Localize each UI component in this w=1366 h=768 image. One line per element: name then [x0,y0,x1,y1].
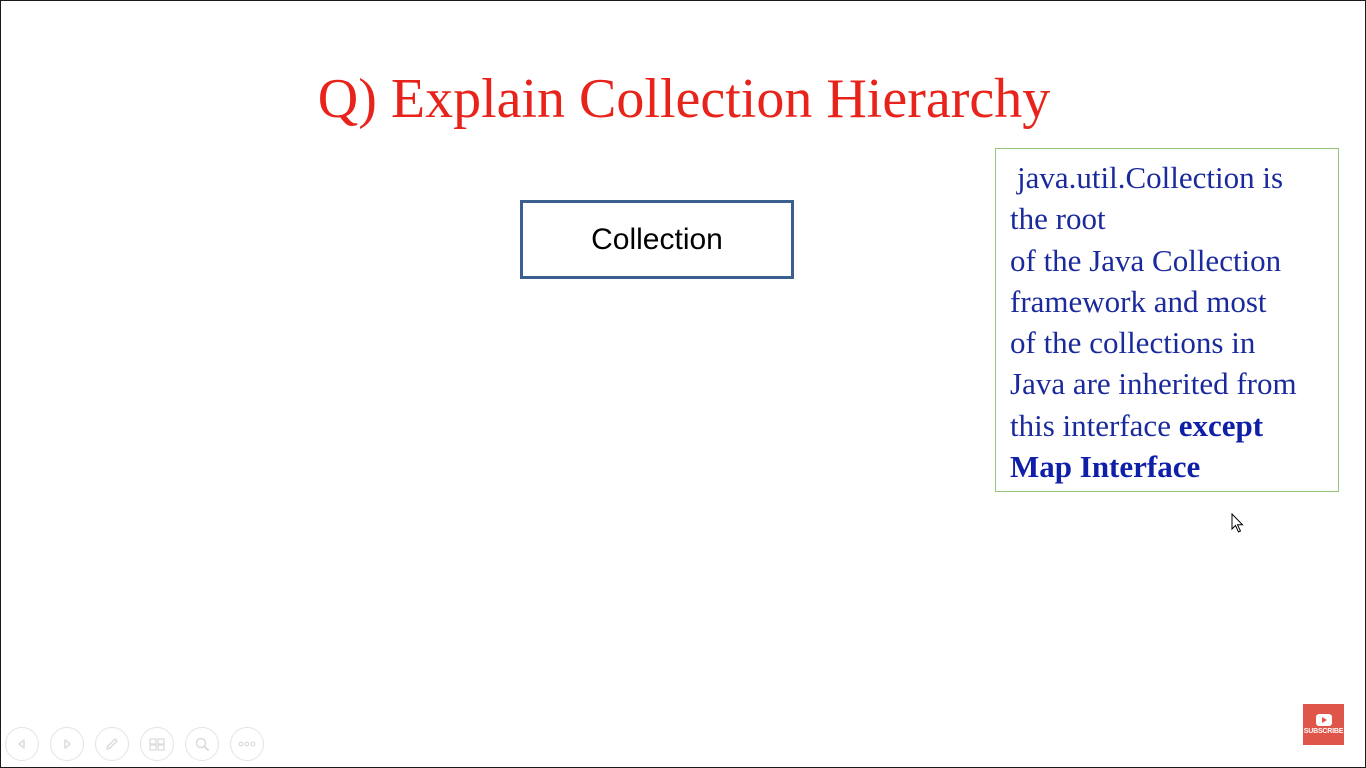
note-line: Java are inherited from [1010,366,1297,402]
note-line: of the Java Collection [1010,242,1282,278]
pen-button[interactable] [95,727,129,761]
note-line-text: this interface [1010,407,1179,443]
more-icon [238,741,256,747]
note-emphasis: Map Interface [1010,449,1201,485]
pen-icon [106,738,118,750]
collection-node-label: Collection [591,222,723,256]
previous-button[interactable] [5,727,39,761]
note-line: of the collections in [1010,325,1256,361]
note-line: framework and most [1010,283,1267,319]
slides-button[interactable] [140,727,174,761]
collection-node: Collection [520,200,794,279]
next-button[interactable] [50,727,84,761]
note-line: java.util.Collection is [1017,160,1284,195]
previous-icon [18,739,25,749]
zoom-icon [195,737,209,751]
more-options-button[interactable] [230,727,264,761]
note-emphasis: except [1178,407,1264,443]
youtube-play-icon [1315,714,1332,726]
note-line: this interface except [1010,405,1330,446]
mouse-cursor-icon [1231,513,1244,533]
zoom-button[interactable] [185,727,219,761]
subscribe-button[interactable]: SUBSCRIBE [1303,704,1344,745]
note-line: the root [1010,201,1106,237]
slide-title: Q) Explain Collection Hierarchy [317,68,1051,130]
slides-icon [149,738,165,751]
slideshow-controls [5,727,264,761]
note-box: java.util.Collection is the root of the … [995,148,1339,492]
next-icon [64,739,71,749]
subscribe-label: SUBSCRIBE [1303,728,1344,735]
